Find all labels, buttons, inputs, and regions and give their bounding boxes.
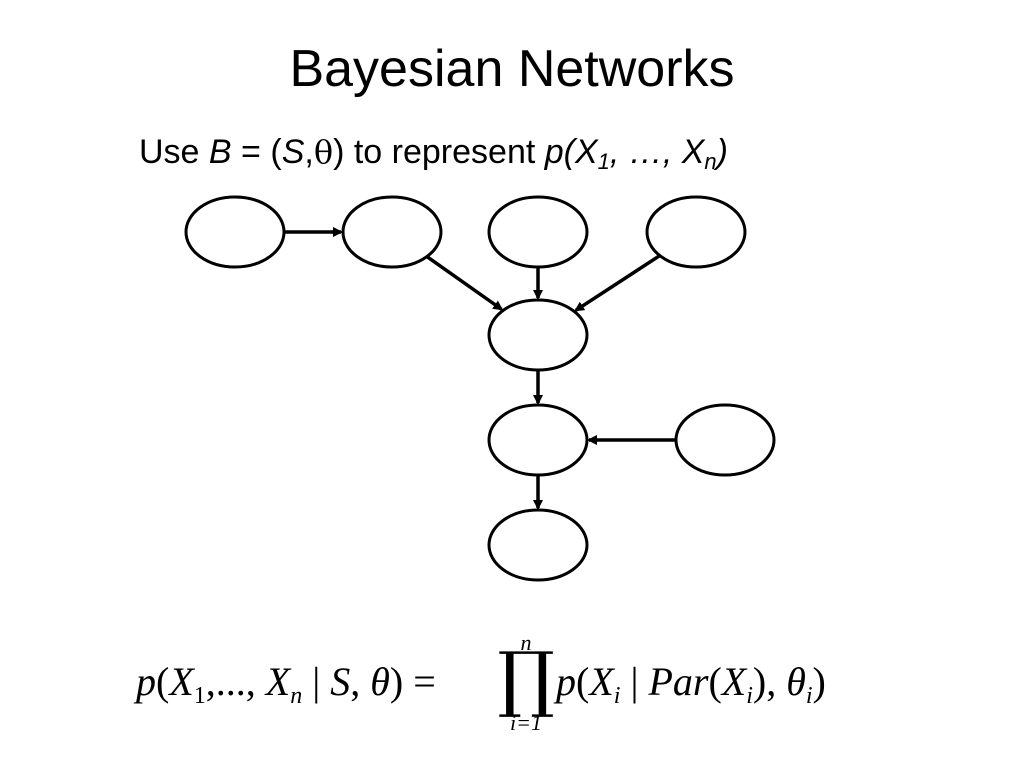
- formula-Xi: X: [589, 659, 614, 704]
- formula-rhs-open: (: [576, 659, 590, 704]
- subtitle-p-close: ): [716, 133, 728, 171]
- product-operator: n ∏ i=1: [496, 630, 556, 740]
- formula-lhs-close: ) =: [389, 659, 436, 704]
- formula-Xn: X: [265, 659, 291, 704]
- subtitle-comma: ,: [304, 133, 314, 171]
- subtitle-B: B: [208, 133, 232, 171]
- formula-Xi2: X: [721, 659, 747, 704]
- subtitle-theta: θ: [313, 133, 334, 171]
- formula-comma: ,: [350, 659, 371, 704]
- product-upper-limit: n: [520, 630, 532, 655]
- formula-theta2: θ: [786, 659, 806, 704]
- subtitle-eq: = (: [231, 133, 282, 171]
- subtitle-sub1: 1: [597, 149, 610, 174]
- formula-lhs: p(X1,..., Xn | S, θ) =: [136, 658, 436, 709]
- formula-par-open: (: [708, 659, 722, 704]
- formula-S: S: [330, 659, 351, 704]
- formula-X1: X: [169, 659, 194, 704]
- node-n4: [645, 195, 747, 269]
- formula-bar: |: [302, 659, 331, 704]
- formula-lhs-open: (: [156, 659, 170, 704]
- node-n7: [487, 508, 589, 582]
- nodes-layer: [184, 195, 776, 582]
- formula-rhs-p: p: [556, 659, 576, 704]
- slide-title: Bayesian Networks: [289, 40, 735, 98]
- node-n2: [341, 195, 443, 269]
- formula-par-close: ),: [752, 659, 787, 704]
- formula-rhs: p(Xi | Par(Xi), θi): [556, 658, 826, 709]
- formula-rhs-close: ): [812, 659, 826, 704]
- formula-subi3: i: [805, 683, 813, 709]
- subtitle-close: ) to represent: [333, 133, 545, 171]
- node-n5: [487, 298, 589, 372]
- subtitle-use: Use: [139, 133, 200, 171]
- formula-subi: i: [613, 683, 621, 709]
- subtitle-mid: , …, X: [609, 133, 705, 171]
- node-n1: [184, 195, 286, 269]
- formula-theta: θ: [370, 659, 390, 704]
- formula-subi2: i: [746, 683, 753, 709]
- node-n8: [674, 403, 776, 477]
- edges-layer: [284, 227, 676, 510]
- node-n6: [487, 403, 589, 477]
- edge-n2-to-n5: [425, 255, 504, 311]
- formula-lhs-p: p: [136, 659, 156, 704]
- formula-bar2: |: [620, 659, 649, 704]
- slide-subtitle: Use B = (S,θ) to represent p(X1, …, Xn): [139, 130, 728, 174]
- edge-n4-to-n5: [574, 254, 661, 312]
- subtitle-p-open: p(X: [544, 133, 598, 171]
- product-lower-limit: i=1: [510, 710, 542, 735]
- formula-dots: ,...,: [205, 659, 266, 704]
- formula-subn: n: [290, 683, 303, 709]
- node-n3: [487, 195, 589, 269]
- product-symbol: ∏: [497, 636, 555, 720]
- joint-probability-formula: p(X1,..., Xn | S, θ) = n ∏ i=1 p(Xi | Pa…: [136, 630, 896, 740]
- formula-sub1: 1: [193, 683, 206, 709]
- subtitle-subn: n: [704, 149, 717, 174]
- subtitle-S: S: [281, 133, 305, 171]
- formula-par: Par: [648, 659, 709, 704]
